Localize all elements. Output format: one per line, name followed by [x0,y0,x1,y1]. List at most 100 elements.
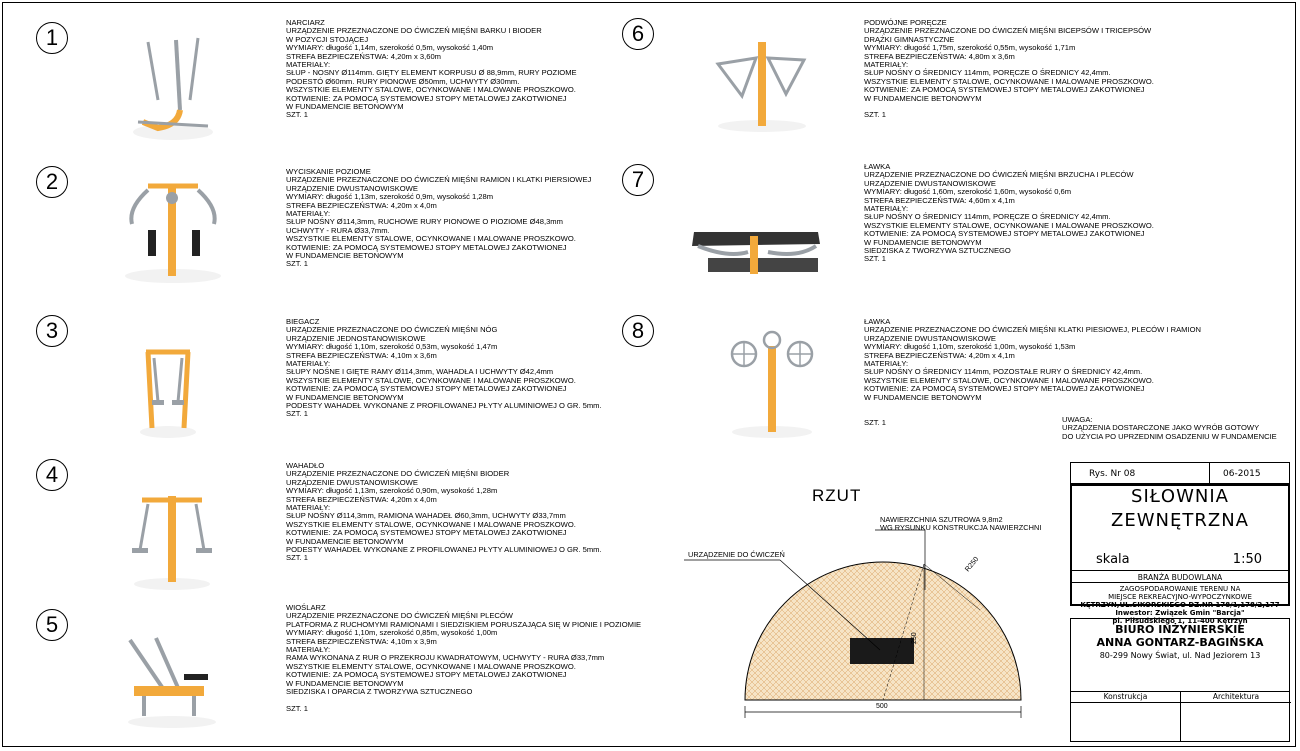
uwaga-line-3: DO UŻYCIA PO UPRZEDNIM OSADZENIU W FUNDA… [1062,431,1277,441]
description-line: KOTWIENIE: ZA POMOCĄ SYSTEMOWEJ STOPY ME… [286,670,567,680]
office-owner: ANNA GONTARZ-BAGIŃSKA [1096,636,1264,649]
description-line: URZĄDZENIE PRZEZNACZONE DO ĆWICZEŃ MIĘŚN… [286,26,542,36]
equipment-skier-image [133,37,213,140]
uwaga-line-1: UWAGA: [1062,415,1093,424]
description-line: SIEDZISKA Z TWORZYWA SZTUCZNEGO [864,246,1011,256]
description-line: W POZYCJI STOJĄCEJ [286,34,369,44]
description-line: W FUNDAMENCIE BETONOWYM [286,392,404,402]
description-line: STREFA BEZPIECZEŃSTWA: 4,60m x 4,1m [864,195,1015,205]
equipment-parallel-bars-image [715,42,807,132]
description-line: URZĄDZENIE PRZEZNACZONE DO ĆWICZEŃ MIĘŚN… [864,325,1201,335]
description-line: KOTWIENIE: ZA POMOCĄ SYSTEMOWEJ STOPY ME… [864,85,1145,95]
description-line: KOTWIENIE: ZA POMOCĄ SYSTEMOWEJ STOPY ME… [286,242,567,252]
plan-semicircle [744,561,1022,701]
description-line: W FUNDAMENCIE BETONOWYM [286,678,404,688]
description-line: URZĄDZENIE PRZEZNACZONE DO ĆWICZEŃ MIĘŚN… [864,26,1152,36]
drawing-number: Rys. Nr 08 [1089,469,1136,479]
equipment-horizontal-press-image [125,183,221,283]
dim-radius: R250 [964,556,980,573]
description-line: URZĄDZENIE PRZEZNACZONE DO ĆWICZEŃ MIĘŚN… [286,611,513,621]
description-line: STREFA BEZPIECZEŃSTWA: 4,20m x 4,0m [286,494,437,504]
description-line: SŁUP NOŚNY O ŚREDNICY 114mm, PORĘCZE O Ś… [864,68,1111,78]
description-line: PODESTY WAHADEŁ WYKONANE Z PROFILOWANEJ … [286,545,602,555]
description-line: W FUNDAMENCIE BETONOWYM [286,536,404,546]
description-line: MATERIAŁY: [286,359,331,369]
title-block: Rys. Nr 08 06-2015 SIŁOWNIA ZEWNĘTRZNA s… [1070,462,1291,742]
description-line: SŁUP NOŚNY O ŚREDNICY 114mm, POZOSTAŁE R… [864,367,1143,377]
description-line: STREFA BEZPIECZEŃSTWA: 4,10m x 3,9m [286,636,437,646]
item-number-2: 2 [36,166,68,198]
description-line: URZĄDZENIE DWUSTANOWISKOWE [286,183,418,193]
description-line: DRĄŻKI GIMNASTYCZNE [864,34,955,44]
col-konstrukcja: Konstrukcja [1071,692,1181,742]
description-line: PLATFORMA Z RUCHOMYMI RAMIONAMI I SIEDZI… [286,619,642,629]
title-main: SIŁOWNIA ZEWNĘTRZNA skala 1:50 BRANŻA BU… [1070,484,1290,625]
description-line: ŁAWKA [864,317,891,326]
description-line: KOTWIENIE: ZA POMOCĄ SYSTEMOWEJ STOPY ME… [864,229,1145,239]
item-number-5: 5 [36,609,68,641]
description-line: STREFA BEZPIECZEŃSTWA: 4,10m x 3,6m [286,350,437,360]
description-line: WIOŚLARZ [286,603,326,612]
description-line: MATERIAŁY: [864,60,909,70]
description-line: SZT. 1 [864,417,886,427]
description-line: URZĄDZENIE PRZEZNACZONE DO ĆWICZEŃ MIĘŚN… [864,170,1134,180]
description-line [286,696,641,704]
description-line: WYMIARY: długość 1,13m, szerokość 0,90m,… [286,486,498,496]
description-line: MATERIAŁY: [864,359,909,369]
description-line: MATERIAŁY: [286,60,331,70]
equipment-pendulum-image [132,496,212,590]
surface-label: NAWIERZCHNIA SZUTROWA 9,8m2 WG RYSUNKU K… [880,515,1042,533]
description-line: SZT. 1 [286,110,308,120]
description-line: SZT. 1 [286,409,308,419]
description-line: SŁUP NOŚNY Ø114,3mm, RUCHOWE RURY PIONOW… [286,217,563,227]
description-line: URZĄDZENIE PRZEZNACZONE DO ĆWICZEŃ MIĘŚN… [286,325,498,335]
description-line: W FUNDAMENCIE BETONOWYM [864,237,982,247]
item-number-8: 8 [622,315,654,347]
description-line: WSZYSTKIE ELEMENTY STALOWE, OCYNKOWANE I… [286,661,576,671]
description-line: SŁUP NOŚNY O ŚREDNICY 114mm, PORĘCZE O Ś… [864,212,1111,222]
description-line: SZT. 1 [286,703,308,713]
description-line: KOTWIENIE: ZA POMOCĄ SYSTEMOWEJ STOPY ME… [864,384,1145,394]
equipment-runner-image [140,349,196,438]
description-line: WSZYSTKIE ELEMENTY STALOWE, OCYNKOWANE I… [286,519,576,529]
description-line: WSZYSTKIE ELEMENTY STALOWE, OCYNKOWANE I… [864,220,1154,230]
description-line: MATERIAŁY: [286,503,331,513]
description-line: SIEDZISKA I OPARCIA Z TWORZYWA SZTUCZNEG… [286,687,473,697]
uwaga-line-2: URZĄDZENIA DOSTARCZONE JAKO WYRÓB GOTOWY [1062,423,1260,433]
description-line: SZT. 1 [286,553,308,563]
title-line-1: SIŁOWNIA [1131,486,1229,507]
description-line: SZT. 1 [864,254,886,264]
description-line: STREFA BEZPIECZEŃSTWA: 4,20m x 3,60m [286,51,442,61]
description-line: MATERIAŁY: [286,209,331,219]
office-address: 80-299 Nowy Świat, ul. Nad Jeziorem 13 [1099,651,1261,660]
description-line: STREFA BEZPIECZEŃSTWA: 4,80m x 3,6m [864,51,1015,61]
office-name: BIURO INŻYNIERSKIE [1115,623,1245,636]
drawing-number-row: Rys. Nr 08 06-2015 [1070,462,1290,485]
plan-device-rect [850,638,914,664]
col-architektura: Architektura [1181,692,1291,742]
description-line [864,103,1154,111]
item-number-4: 4 [36,459,68,491]
equipment-rower-image [128,637,216,728]
signature-columns: Konstrukcja Architektura [1070,692,1291,742]
description-line: SŁUPY NOŚNE I GIĘTE RAMY Ø114,3mm, WAHAD… [286,367,554,377]
description-line: WYMIARY: długość 1,10m, szerokość 0,85m,… [286,628,498,638]
scale-value: 1:50 [1232,552,1262,567]
description-line: WYMIARY: długość 1,14m, szerokość 0,5m, … [286,43,494,53]
description-line: WYMIARY: długość 1,10m, szerokość 1,00m,… [864,342,1076,352]
description-line: STREFA BEZPIECZEŃSTWA: 4,20m x 4,1m [864,350,1015,360]
scale-label: skala [1096,552,1130,567]
description-line: SŁUP - NOSNY Ø114mm. GIĘTY ELEMENT KORPU… [286,68,577,78]
description-line: WSZYSTKIE ELEMENTY STALOWE, OCYNKOWANE I… [864,76,1154,86]
plan-drawing: 500 250 R250 [684,529,1022,718]
description-line: STREFA BEZPIECZEŃSTWA: 4,20m x 4,0m [286,200,437,210]
dim-width: 500 [876,703,888,710]
description-line: WAHADŁO [286,461,325,470]
discipline: BRANŻA BUDOWLANA [1072,570,1288,582]
description-line: PODESTÓ Ø60mm. RURY PIONOWE Ø50mm, UCHWY… [286,76,520,86]
description-line: URZĄDZENIE DWUSTANOWISKOWE [864,178,996,188]
